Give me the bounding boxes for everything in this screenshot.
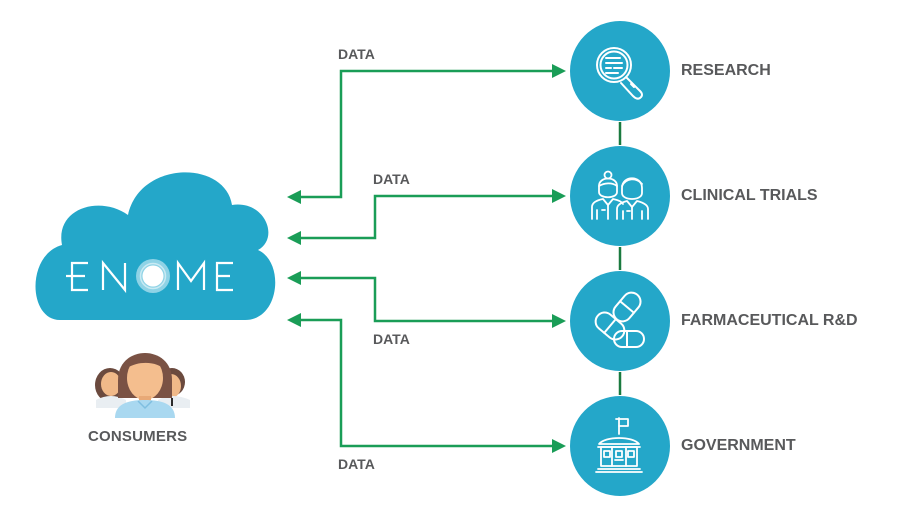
arrowhead-right — [552, 314, 566, 328]
arrowhead-left — [287, 190, 301, 204]
node-government[interactable] — [570, 396, 670, 496]
node-farmaceutical-rd[interactable] — [570, 271, 670, 371]
arrowhead-right — [552, 64, 566, 78]
node-label-farmaceutical-rd: FARMACEUTICAL R&D — [681, 312, 858, 329]
node-circle — [570, 396, 670, 496]
logo-letter-m — [176, 259, 206, 290]
node-label-government: GOVERNMENT — [681, 437, 796, 454]
arrowhead-left — [287, 313, 301, 327]
logo-letter-n — [101, 259, 127, 294]
arrowhead-left — [287, 271, 301, 285]
node-circle — [570, 146, 670, 246]
arrowhead-left — [287, 231, 301, 245]
arrowhead-right — [552, 189, 566, 203]
data-flow-arrow-research — [300, 69, 558, 199]
data-flow-arrow-farmaceutical — [300, 276, 558, 323]
arrowhead-right — [552, 439, 566, 453]
flow-label-clinical-trials: DATA — [373, 171, 410, 187]
flow-label-research: DATA — [338, 46, 375, 62]
flow-label-farmaceutical: DATA — [373, 331, 410, 347]
magnifier-document-icon — [596, 47, 643, 100]
node-label-clinical-trials: CLINICAL TRIALS — [681, 187, 818, 204]
consumers-icon — [95, 353, 190, 418]
node-research[interactable] — [570, 21, 670, 121]
enome-cloud — [35, 172, 276, 320]
logo-letter-e2 — [215, 261, 233, 292]
government-building-icon — [595, 417, 643, 473]
enome-logo-o-icon — [136, 259, 170, 293]
data-flow-arrow-government — [300, 318, 558, 448]
flow-label-government: DATA — [338, 456, 375, 472]
two-people-icon — [591, 170, 649, 220]
node-clinical-trials[interactable] — [570, 146, 670, 246]
enome-logo-letters — [70, 259, 233, 294]
data-flow-arrow-clinical-trials — [300, 194, 558, 240]
node-circle — [570, 21, 670, 121]
consumers-label: CONSUMERS — [88, 428, 188, 445]
pills-icon — [594, 291, 645, 348]
node-label-research: RESEARCH — [681, 62, 771, 79]
